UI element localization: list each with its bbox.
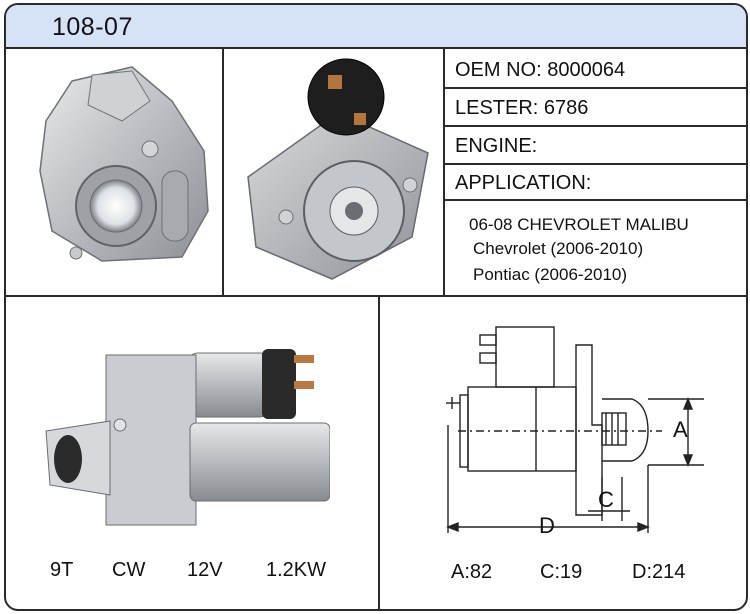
divider (222, 47, 224, 297)
engine-label: ENGINE: (455, 135, 538, 157)
divider (443, 163, 746, 165)
starter-rear-photo (247, 58, 429, 280)
divider (443, 199, 746, 201)
dimension-drawing (446, 326, 704, 533)
dimension-c-value: C:19 (540, 561, 583, 583)
header-bar: 108-07 (6, 5, 746, 49)
power-rating: 1.2KW (266, 559, 327, 581)
dimension-c-label: C (598, 487, 614, 512)
voltage-rating: 12V (187, 559, 223, 581)
divider (443, 87, 746, 89)
product-spec-card: 108-07 (4, 3, 748, 611)
part-number-title: 108-07 (52, 13, 133, 41)
dimension-d-value: D:214 (632, 561, 686, 583)
divider (6, 295, 746, 297)
oem-number: OEM NO: 8000064 (455, 59, 626, 81)
starter-front-photo (39, 66, 209, 262)
teeth-count: 9T (50, 559, 74, 581)
divider (443, 47, 445, 297)
divider (378, 297, 380, 609)
dimension-d-label: D (539, 513, 555, 538)
dimension-a-value: A:82 (451, 561, 493, 583)
lester-number: LESTER: 6786 (455, 97, 589, 119)
application-item: 06-08 CHEVROLET MALIBU (469, 215, 689, 234)
application-item: Pontiac (2006-2010) (473, 265, 628, 284)
rotation-direction: CW (112, 559, 146, 581)
dimension-a-label: A (673, 417, 688, 442)
divider (443, 125, 746, 127)
application-item: Chevrolet (2006-2010) (473, 239, 644, 258)
application-label: APPLICATION: (455, 172, 592, 194)
starter-side-photo (45, 349, 330, 526)
